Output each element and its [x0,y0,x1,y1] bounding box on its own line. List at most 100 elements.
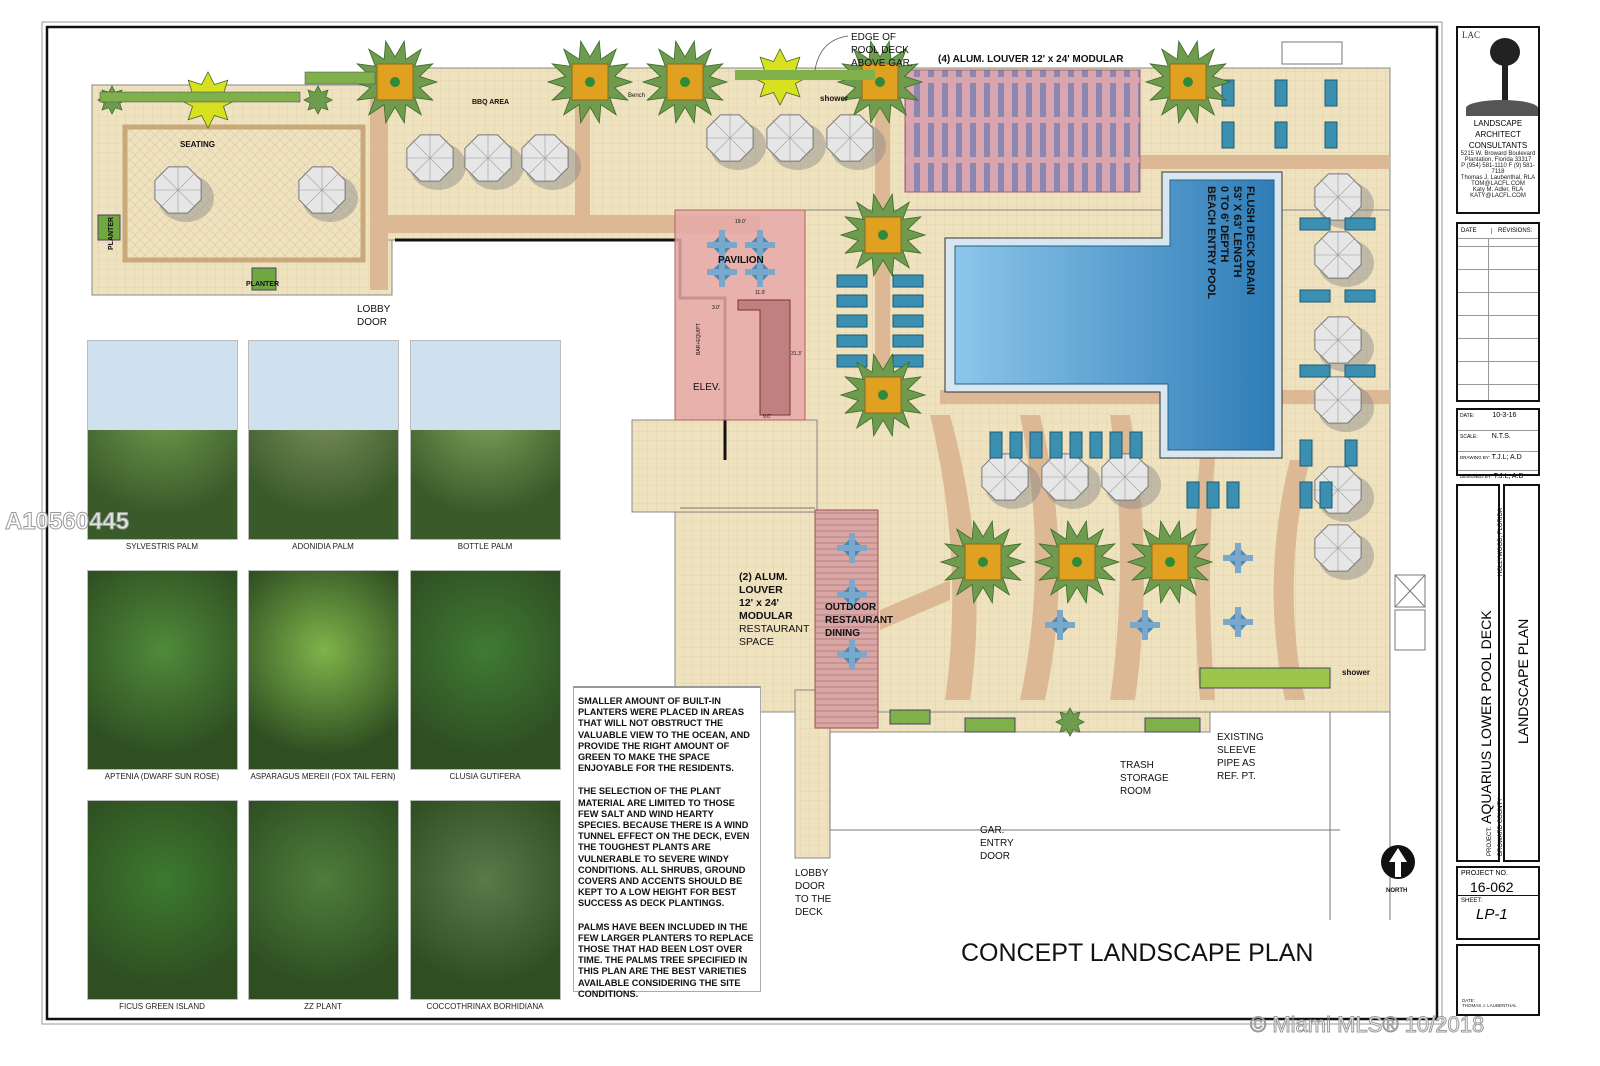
umbrella [980,452,1041,509]
svg-text:BEACH ENTRY POOL: BEACH ENTRY POOL [1205,186,1217,299]
seal-block: DATE:THOMAS J. LAUBENTHAL [1456,944,1540,1016]
plant-photo [87,340,238,540]
umbrella [463,133,524,190]
lounge-chair [1029,431,1043,459]
umbrella [1100,452,1161,509]
svg-text:OUTDOOR: OUTDOOR [825,602,877,613]
path-band [380,215,760,233]
lounge-chair [989,431,1003,459]
umbrella [1040,452,1101,509]
svg-text:EXISTING: EXISTING [1217,732,1264,743]
firm-logo: LAC [1458,28,1538,118]
listing-watermark: A10560445 [4,508,130,536]
revisions-table: DATE REVISIONS: [1456,222,1540,402]
umbrella [1313,230,1374,287]
planter-box [251,267,277,291]
lounge-chair [1344,439,1358,467]
svg-text:RESTAURANT: RESTAURANT [739,623,810,635]
palm-tree [839,352,927,438]
pool [944,171,1283,459]
label-gar-entry: GAR. ENTRY DOOR [980,825,1014,862]
hedge-planter [99,91,301,103]
drawing-title: CONCEPT LANDSCAPE PLAN [961,939,1313,967]
svg-text:SLEEVE: SLEEVE [1217,745,1256,756]
umbrella [1313,375,1374,432]
label-planter: PLANTER [108,217,115,250]
plant-photo [248,340,399,540]
dining-table [837,580,867,610]
svg-text:DOOR: DOOR [980,851,1010,862]
hedge-planter [1144,717,1201,733]
label-existing-sleeve: EXISTING SLEEVE PIPE AS REF. PT. [1217,732,1264,782]
lounge-chair [1299,439,1313,467]
dining-table [837,533,867,563]
svg-text:ENTRY: ENTRY [980,838,1014,849]
plant-photo-caption: CLUSIA GUTIFERA [449,772,521,781]
lounge-chair [1324,79,1338,107]
dining-table [1223,543,1253,573]
svg-text:FLUSH DECK DRAIN: FLUSH DECK DRAIN [1244,186,1256,295]
lounge-chair [1226,481,1240,509]
hedge-planter [304,71,376,85]
lounge-chair [892,294,924,308]
lounge-chair [892,274,924,288]
svg-text:ROOM: ROOM [1120,786,1151,797]
plant-photo-caption: COCCOTHRINAX BORHIDIANA [426,1002,544,1011]
outer-frame [41,21,1443,1025]
label-pool: BEACH ENTRY POOL 0 TO 6' DEPTH 53' X 63'… [1205,186,1256,299]
label-louver-4: (4) ALUM. LOUVER 12' x 24' MODULAR [938,54,1124,65]
lounge-chair [1344,364,1376,378]
shrub [1055,707,1085,737]
planter-box [97,214,121,241]
svg-text:TRASH: TRASH [1120,760,1154,771]
svg-text:REF. PT.: REF. PT. [1217,771,1256,782]
palm-tree [641,39,729,125]
lounge-chair [1069,431,1083,459]
project-name-block: PROJECT: AQUARIUS LOWER POOL DECK BROWAR… [1456,484,1504,862]
svg-text:EDGE OF: EDGE OF [851,32,896,43]
svg-text:31.3': 31.3' [791,351,802,357]
label-planter: PLANTER [246,281,279,288]
hedge-planter [889,709,931,725]
svg-text:DOOR: DOOR [357,317,387,328]
svg-text:LOBBY: LOBBY [357,304,391,315]
dining-table [707,257,737,287]
svg-text:LOBBY: LOBBY [795,868,829,879]
plant-photo [410,570,561,770]
svg-text:(2) ALUM.: (2) ALUM. [739,571,788,583]
plant-photo-caption: FICUS GREEN ISLAND [119,1002,205,1011]
label-lobby-door-deck: LOBBY DOOR TO THE DECK [795,868,832,918]
palm-tree [351,39,439,125]
label-edge-of-pool-deck: EDGE OF POOL DECK ABOVE GAR. [851,32,913,69]
label-seating: SEATING [180,140,215,149]
umbrella [1313,523,1374,580]
label-shower: shower [1342,668,1370,677]
svg-text:19.0': 19.0' [735,219,746,225]
plant-photo-caption: APTENIA (DWARF SUN ROSE) [104,772,220,781]
palm-tree [1126,519,1214,605]
plant-photo-caption: SYLVESTRIS PALM [125,542,199,551]
plant-photo-caption: ZZ PLANT [304,1002,342,1011]
svg-text:ABOVE GAR.: ABOVE GAR. [851,58,913,69]
umbrella [520,133,581,190]
svg-text:STORAGE: STORAGE [1120,773,1169,784]
design-notes: SMALLER AMOUNT OF BUILT-IN PLANTERS WERE… [573,686,761,999]
lounge-chairs [836,79,1376,509]
plant-photo [248,570,399,770]
svg-text:POOL DECK: POOL DECK [851,45,909,56]
umbrella [297,165,358,222]
plant-photo [248,800,399,1000]
umbrella [705,113,766,170]
dining-table [837,640,867,670]
lounge-chair [892,334,924,348]
svg-text:SPACE: SPACE [739,636,774,648]
svg-text:LOUVER: LOUVER [739,584,783,596]
lounge-chair [892,314,924,328]
lounge-chair [1299,289,1331,303]
lounge-chair [1299,481,1313,509]
svg-text:0 TO 6' DEPTH: 0 TO 6' DEPTH [1218,186,1230,262]
svg-text:DINING: DINING [825,628,860,639]
label-lobby-door: LOBBY DOOR [357,304,391,328]
north-arrow-icon: NORTH [1381,845,1415,894]
label-shower: shower [820,94,848,103]
